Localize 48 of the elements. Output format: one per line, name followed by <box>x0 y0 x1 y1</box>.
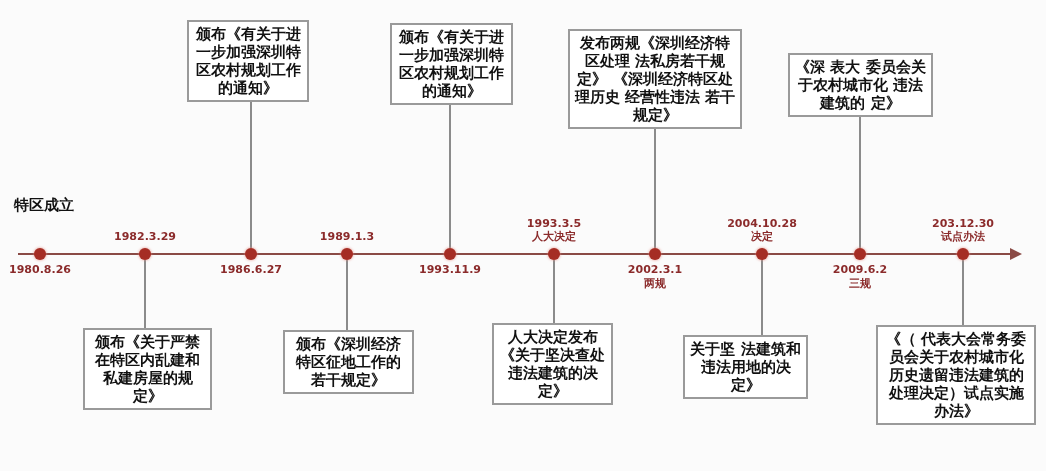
event-box <box>83 328 212 410</box>
date-label: 1993.11.9 <box>419 263 481 277</box>
timeline-dot <box>649 248 661 260</box>
timeline-dot <box>756 248 768 260</box>
date-label: 203.12.30 试点办法 <box>932 216 994 244</box>
event-text: 关于坚 法建筑和违法用地的决定》 <box>689 340 802 394</box>
event-text: 《深 表大 委员会关于农村城市化 违法建筑的 定》 <box>794 58 927 112</box>
event-box <box>876 325 1036 425</box>
event-box <box>788 53 933 117</box>
leader-line <box>962 259 964 326</box>
date-label: 1993.3.5 人大决定 <box>526 216 582 244</box>
timeline-dot <box>957 248 969 260</box>
event-label: 特区成立 <box>14 196 74 216</box>
leader-line <box>144 259 146 329</box>
leader-line <box>859 116 861 249</box>
leader-line <box>553 259 555 324</box>
event-box <box>390 23 513 105</box>
event-text: 颁布《深圳经济特区征地工作的若干规定》 <box>294 335 402 389</box>
event-text: 发布两规《深圳经济特区处理 法私房若干规定》 《深圳经济特区处理历史 经营性违法 若干规定》 <box>574 34 736 124</box>
leader-line <box>346 259 348 331</box>
date-label: 1989.1.3 <box>319 230 375 244</box>
event-text: 人大决定发布《关于坚决查处违法建筑的决定》 <box>499 328 606 400</box>
timeline-dot <box>444 248 456 260</box>
event-text: 颁布《关于严禁在特区内乱建和私建房屋的规定》 <box>94 333 201 405</box>
date-label: 2002.3.1 两规 <box>627 263 683 291</box>
timeline-dot <box>34 248 46 260</box>
event-text: 《（ 代表大会常务委员会关于农村城市化历史遗留违法建筑的处理决定）试点实施办法》 <box>884 330 1028 420</box>
event-box <box>683 335 808 399</box>
date-label: 1982.3.29 <box>114 230 176 244</box>
leader-line <box>654 128 656 249</box>
timeline-dot <box>854 248 866 260</box>
timeline-dot <box>548 248 560 260</box>
event-text: 颁布《有关于进一步加强深圳特区农村规划工作的通知》 <box>398 28 505 100</box>
date-label: 1980.8.26 <box>9 263 71 277</box>
event-text: 颁布《有关于进一步加强深圳特区农村规划工作的通知》 <box>194 25 302 97</box>
event-box <box>492 323 613 405</box>
timeline-dot <box>245 248 257 260</box>
date-label: 2004.10.28 决定 <box>727 216 797 244</box>
event-box <box>568 29 742 129</box>
event-box <box>187 20 309 102</box>
leader-line <box>449 104 451 249</box>
leader-line <box>761 259 763 336</box>
event-box <box>283 330 414 394</box>
date-label: 2009.6.2 三规 <box>832 263 888 291</box>
date-label: 1986.6.27 <box>220 263 282 277</box>
leader-line <box>250 101 252 249</box>
timeline-dot <box>341 248 353 260</box>
timeline-dot <box>139 248 151 260</box>
